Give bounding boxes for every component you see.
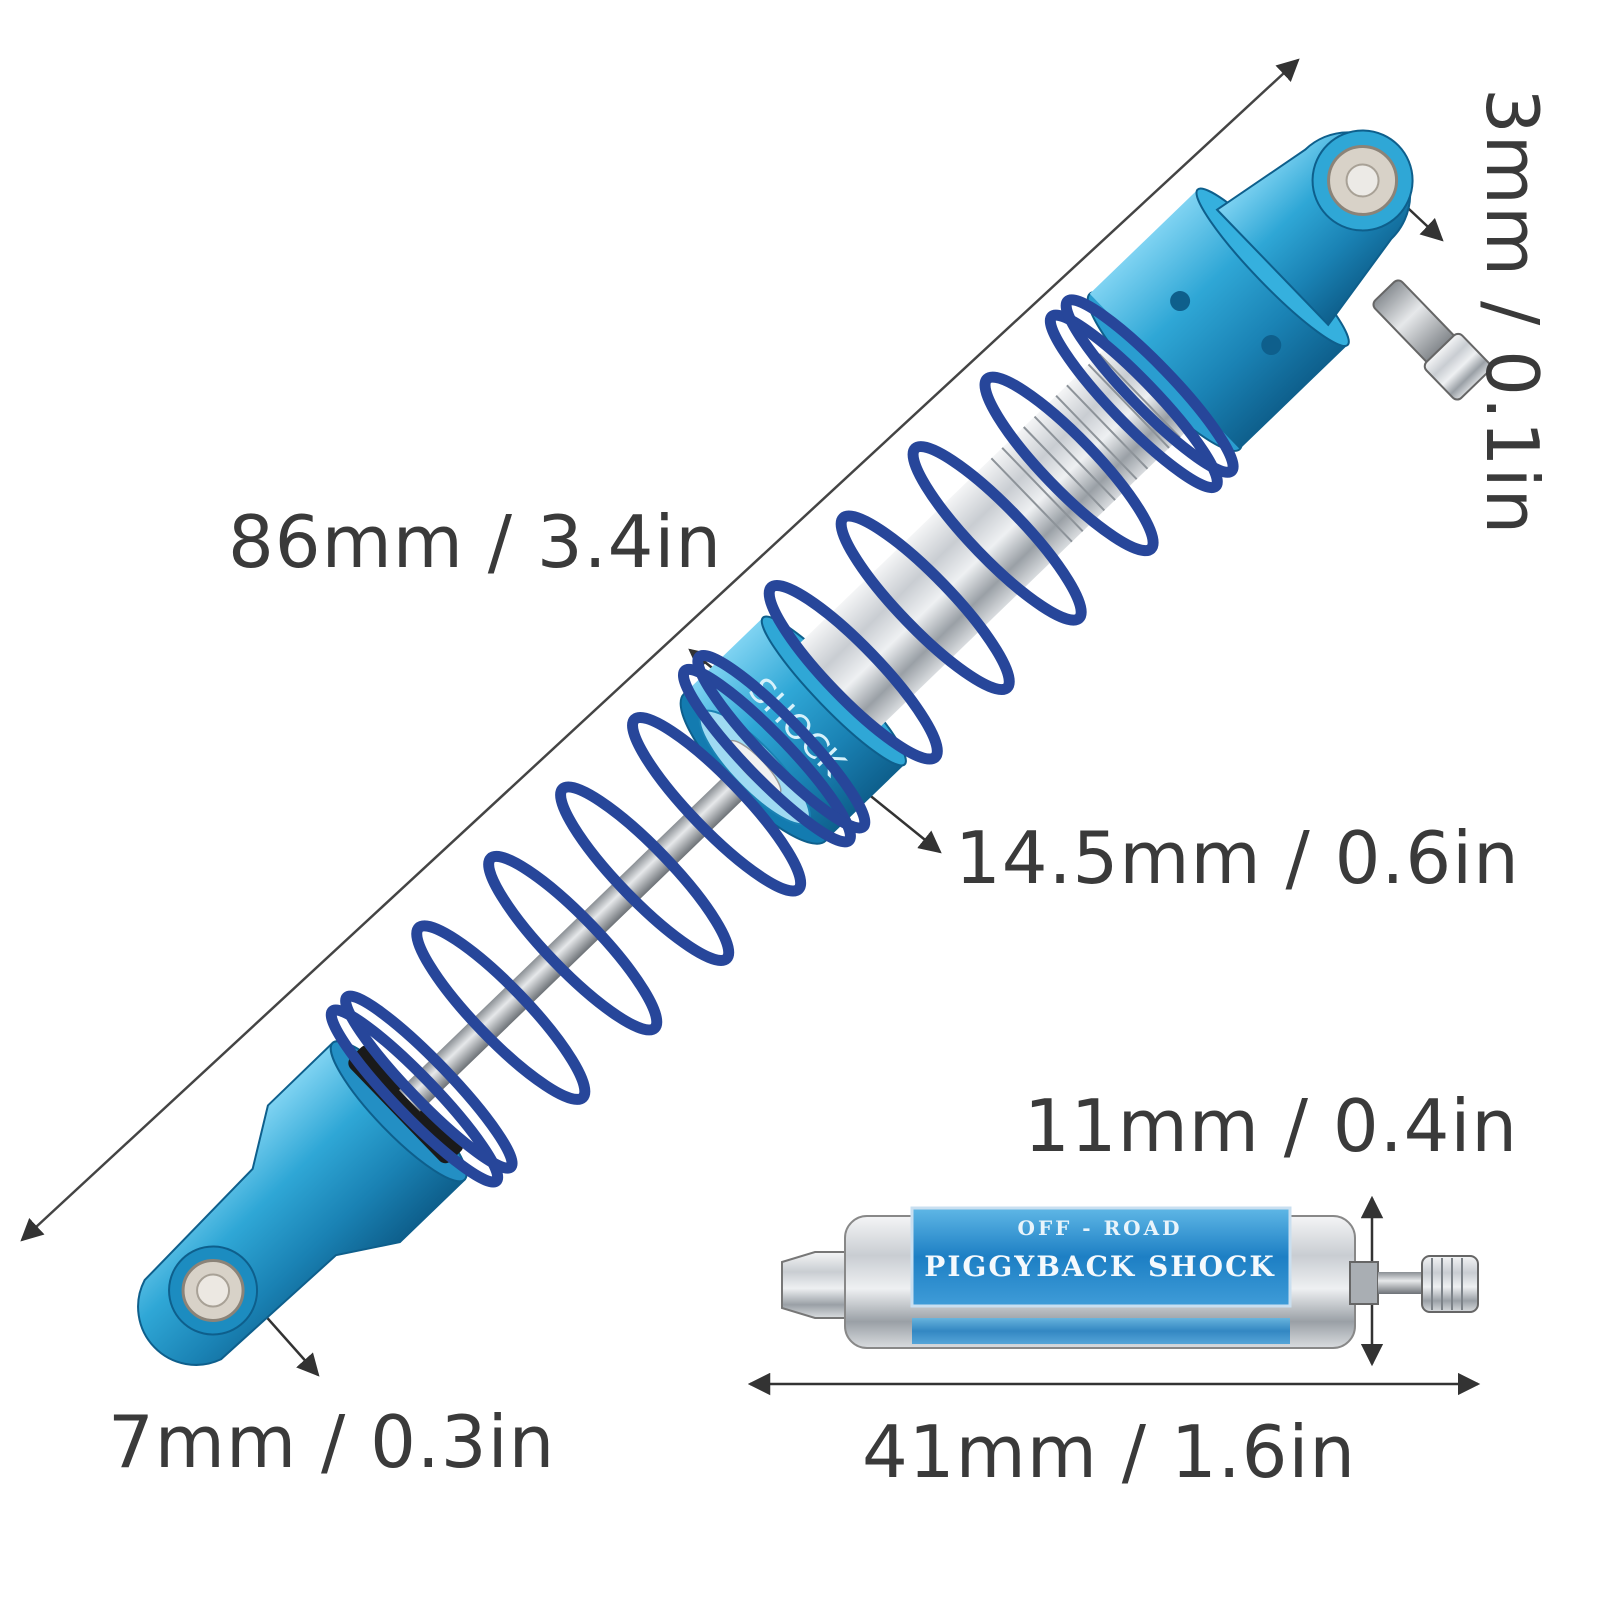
coilover-shock: SHOCK xyxy=(137,129,1492,1366)
piggyback-reservoir: OFF - ROAD PIGGYBACK SHOCK xyxy=(781,1206,1479,1349)
reservoir-fitting xyxy=(1372,279,1492,401)
overall-length-dimension-line xyxy=(20,58,1300,1242)
coil-spring xyxy=(325,294,1239,1188)
bottom-eyelet-label: 7mm / 0.3in xyxy=(108,1400,556,1484)
overall-length-label: 86mm / 3.4in xyxy=(228,500,723,584)
piggyback-label-line1: OFF - ROAD xyxy=(1018,1216,1183,1240)
body-diameter-label: 14.5mm / 0.6in xyxy=(955,816,1520,900)
piggyback-length-label: 41mm / 1.6in xyxy=(862,1410,1357,1494)
shock-body xyxy=(793,329,1206,733)
piggyback-diameter-label: 11mm / 0.4in xyxy=(1024,1084,1519,1168)
piggyback-label xyxy=(910,1206,1292,1308)
top-eyelet-label: 3mm / 0.1in xyxy=(1470,88,1554,536)
piston-rod xyxy=(399,763,758,1112)
adjuster-knob xyxy=(1421,1255,1479,1313)
piggyback-label-line2: PIGGYBACK SHOCK xyxy=(924,1250,1275,1283)
